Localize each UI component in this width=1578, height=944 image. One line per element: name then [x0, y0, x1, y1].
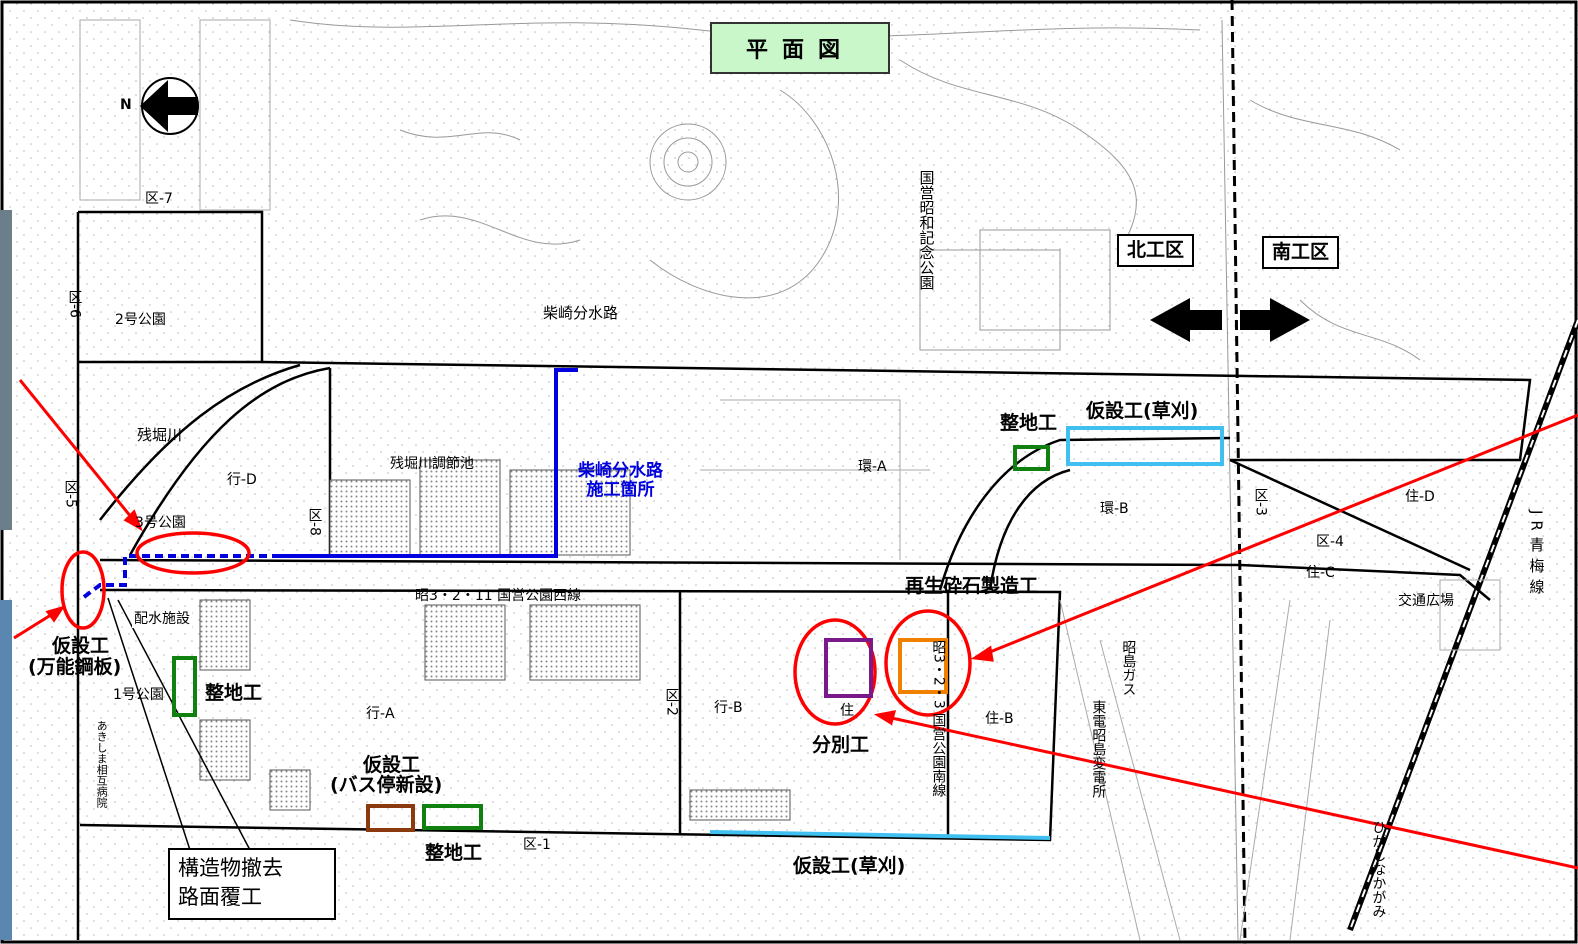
block-ku7: 区-7	[145, 191, 173, 207]
kozobutsu-callout: 構造物撤去 路面覆工	[168, 848, 336, 920]
kusakari-s-label: 仮設工(草刈)	[793, 855, 906, 877]
block-gyoB: 行-B	[714, 700, 743, 716]
kozobutsu-line1: 構造物撤去	[178, 856, 283, 880]
compass-icon	[140, 77, 199, 135]
zone-divider-line	[1230, 0, 1247, 944]
kusakari-ne-label: 仮設工(草刈)	[1086, 400, 1199, 422]
block-kanB: 環-B	[1100, 501, 1129, 517]
south-zone-label: 南工区	[1262, 236, 1340, 269]
block-ju: 住	[840, 703, 854, 719]
block-ku8: 区-8	[306, 508, 323, 536]
kasetsu-bus-label: 仮設工	[363, 755, 420, 776]
shibasaki-site-label: 柴崎分水路 施工箇所	[578, 462, 663, 499]
shibasaki-channel-label: 柴崎分水路	[543, 304, 619, 322]
block-ku3: 区-3	[1252, 488, 1269, 516]
shibasaki-site-line1: 柴崎分水路	[578, 461, 663, 481]
seichi-ne-label: 整地工	[1000, 412, 1058, 434]
park3-label: 3号公園	[135, 515, 186, 531]
block-ku5: 区-5	[62, 480, 79, 508]
seichi-ne-box	[1013, 445, 1050, 471]
kasetsu-plate-line1: 仮設工	[52, 635, 110, 657]
kotsu-label: 交通広場	[1398, 593, 1454, 609]
block-juC: 住-C	[1306, 565, 1335, 581]
photo-strip-top	[0, 210, 12, 530]
saisei-label: 再生砕石製造工	[905, 575, 1039, 597]
kasetsu-plate-line2: (万能鋼板)	[28, 656, 122, 678]
block-juD: 住-D	[1405, 489, 1435, 505]
block-kanA: 環-A	[858, 459, 887, 475]
shibasaki-channel	[78, 368, 578, 602]
zone-arrows	[1150, 298, 1310, 342]
kusakari-s-line	[709, 830, 1051, 840]
haisui-label: 配水施設	[132, 611, 192, 629]
block-gyoA: 行-A	[366, 706, 395, 722]
block-ku6: 区-6	[66, 290, 83, 318]
building-blocks	[199, 459, 791, 821]
block-juB: 住-B	[985, 711, 1014, 727]
kusakari-ne-box	[1066, 426, 1224, 466]
seichi-w-label: 整地工	[205, 682, 263, 704]
park-area	[289, 19, 1421, 361]
block-ku1: 区-1	[523, 837, 551, 853]
chosetsuchi-label: 残堀川調節池	[390, 456, 474, 472]
photo-strip-bottom	[0, 600, 12, 940]
bunbetsu-label: 分別工	[812, 734, 870, 756]
seichi-w-box	[172, 656, 197, 717]
block-gyoD: 行-D	[227, 472, 257, 488]
red-highlights	[60, 531, 972, 726]
kasetsu-bus-line2: (バス停新設)	[330, 774, 443, 796]
park-label: 国営昭和記念公園	[917, 170, 936, 290]
compass-letter: N	[120, 97, 132, 113]
park1-label: 1号公園	[113, 687, 164, 703]
north-zone-label: 北工区	[1117, 234, 1195, 267]
road-west-label: 昭3・2・11 国営公園西線	[415, 588, 582, 604]
higashi-label: ひがしなかがみ	[1370, 820, 1387, 918]
jr-label: JR青梅線	[1527, 510, 1546, 600]
park2-label: 2号公園	[115, 312, 166, 328]
zanboriegawa-label: 残堀川	[137, 426, 183, 444]
toden-label: 東電昭島変電所	[1090, 700, 1107, 798]
kasetsu-bus-line1: 仮設工	[363, 754, 421, 776]
gas-label: 昭島ガス	[1120, 640, 1137, 696]
seichi-s-label: 整地工	[425, 842, 483, 864]
bunbetsu-box	[824, 638, 873, 698]
block-ku4: 区-4	[1316, 534, 1344, 550]
road-south-label: 昭3・2・3 国営公園南線	[930, 640, 947, 798]
bus-box	[366, 804, 415, 832]
hospital-label: あきしま相互病院	[95, 720, 109, 808]
block-ku2: 区-2	[663, 688, 680, 716]
site-boundary	[79, 360, 1532, 842]
saisei-box	[898, 638, 948, 694]
seichi-s-box	[422, 804, 483, 830]
kozobutsu-line2: 路面覆工	[178, 885, 262, 909]
map-title: 平面図	[710, 22, 890, 74]
shibasaki-site-line2: 施工箇所	[586, 479, 655, 500]
red-arrows	[13, 379, 1578, 870]
